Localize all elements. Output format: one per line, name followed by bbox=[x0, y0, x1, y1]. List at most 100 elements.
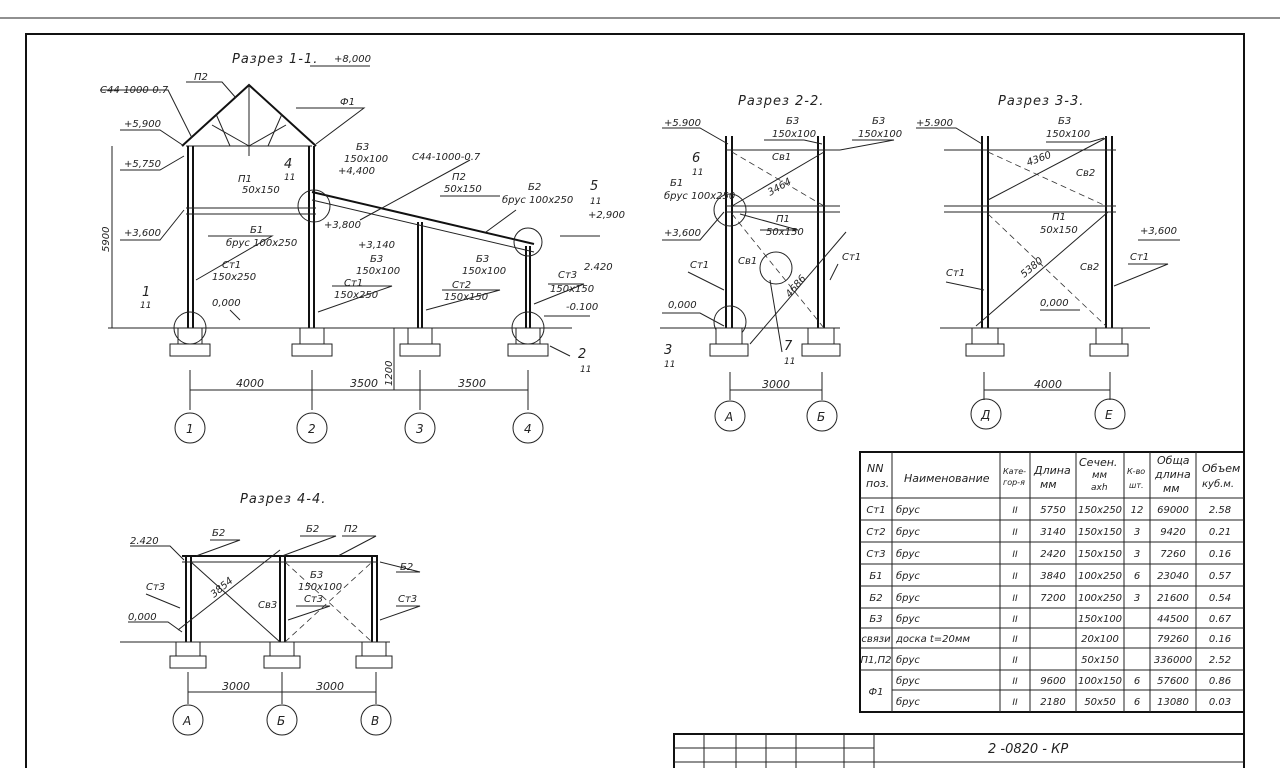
th-len-a: Длина bbox=[1033, 464, 1071, 477]
s22-b1: Б1 bbox=[670, 178, 683, 189]
spec-cell-name: доска t=20мм bbox=[895, 634, 970, 645]
section-3-3-title: Разрез 3-3. bbox=[998, 94, 1084, 109]
spec-cell-vol: 0.03 bbox=[1209, 697, 1231, 708]
spec-cell-vol: 2.58 bbox=[1209, 505, 1231, 516]
spec-cell-total: 7260 bbox=[1160, 549, 1185, 560]
section-1-1-title: Разрез 1-1. bbox=[232, 52, 318, 67]
height-dim: 5900 bbox=[101, 227, 112, 252]
section-4-4: Разрез 4-4. Б2 Б2 П2 Б2 bbox=[120, 492, 421, 736]
spec-cell-vol: 0.57 bbox=[1209, 571, 1232, 582]
spec-cell-total: 13080 bbox=[1157, 697, 1189, 708]
th-tot-b: длина bbox=[1154, 468, 1191, 481]
callout-2-sheet: 11 bbox=[580, 365, 591, 375]
s44-dim-3000-a: 3000 bbox=[222, 680, 250, 693]
spec-cell-total: 79260 bbox=[1157, 634, 1189, 645]
s22-b3-b: Б3 bbox=[872, 116, 885, 127]
spec-cell-len: 2180 bbox=[1040, 697, 1065, 708]
callout-1: 1 bbox=[142, 285, 150, 300]
s33-sv2-a: Св2 bbox=[1076, 168, 1095, 179]
label-st1-b: Ст1 bbox=[344, 278, 363, 289]
callout-1-sheet: 11 bbox=[140, 301, 151, 311]
label-b2-sec: брус 100x250 bbox=[502, 194, 573, 206]
s33-sv2-b: Св2 bbox=[1080, 262, 1099, 273]
spec-cell-name: брус bbox=[896, 504, 920, 516]
s22-sv1-b: Св1 bbox=[738, 256, 757, 267]
label-st1-b-sec: 150x250 bbox=[334, 290, 378, 301]
spec-cell-cat: II bbox=[1012, 528, 1018, 538]
level-3800: +3,800 bbox=[324, 220, 361, 231]
s33-b3: Б3 bbox=[1058, 116, 1071, 127]
s22-dim-3000: 3000 bbox=[762, 378, 790, 391]
s22-sv1-a: Св1 bbox=[772, 152, 791, 163]
s22-p1-sec: 50x150 bbox=[766, 227, 804, 238]
spec-cell-cat: II bbox=[1012, 698, 1018, 708]
spec-cell-pos: П1,П2 bbox=[861, 655, 892, 666]
spec-cell-len: 2420 bbox=[1040, 549, 1065, 560]
spec-cell-vol: 0.21 bbox=[1209, 527, 1231, 538]
s44-p2: П2 bbox=[344, 524, 358, 535]
th-len-b: мм bbox=[1040, 478, 1057, 491]
s44-level-0000: 0,000 bbox=[128, 612, 157, 623]
spec-cell-vol: 0.54 bbox=[1209, 593, 1231, 604]
spec-cell-qty: 3 bbox=[1134, 527, 1140, 538]
spec-cell-name: брус bbox=[896, 526, 920, 538]
spec-cell-len: 7200 bbox=[1040, 593, 1065, 604]
label-b3-low-sec: 150x100 bbox=[462, 266, 506, 277]
label-st3: Ст3 bbox=[558, 270, 577, 281]
s22-st1-b: Ст1 bbox=[842, 252, 861, 263]
label-p1: П1 bbox=[238, 174, 252, 185]
s44-b3-sec: 150x100 bbox=[298, 582, 342, 593]
label-b3-mid-sec: 150x100 bbox=[356, 266, 400, 277]
drawing-frame bbox=[25, 33, 1245, 768]
th-name: Наименование bbox=[904, 472, 990, 485]
th-qty-a: К-во bbox=[1127, 467, 1145, 476]
spec-cell-pos: Б3 bbox=[869, 614, 882, 625]
spec-table: NN поз. Наименование Кате- гор-я Длина м… bbox=[859, 451, 1245, 713]
s44-b3: Б3 bbox=[310, 570, 323, 581]
s22-b3-sec: 150x100 bbox=[772, 129, 816, 140]
s22-callout-7: 7 bbox=[784, 339, 793, 354]
label-b3-top: Б3 bbox=[356, 142, 369, 153]
s22-diag-b: 4686 bbox=[784, 273, 809, 300]
axis-4: 4 bbox=[524, 422, 532, 436]
spec-cell-cat: II bbox=[1012, 506, 1018, 516]
spec-cell-total: 69000 bbox=[1157, 505, 1189, 516]
s33-diag-b: 5380 bbox=[1019, 256, 1046, 281]
s22-axis-a: А bbox=[724, 410, 733, 424]
spec-cell-cat: II bbox=[1012, 656, 1018, 666]
th-sec-b: мм bbox=[1092, 470, 1108, 481]
th-cat-b: гор-я bbox=[1003, 478, 1025, 487]
section-1-1: Разрез 1-1. bbox=[100, 52, 625, 444]
callout-4: 4 bbox=[284, 157, 292, 172]
spec-cell-sec: 150x100 bbox=[1078, 614, 1122, 625]
s44-sv3: Св3 bbox=[258, 600, 277, 611]
th-tot-c: мм bbox=[1163, 482, 1180, 495]
section-2-2: Разрез 2-2. Б3 150x100 Б3 15 bbox=[660, 94, 902, 432]
level-3140: +3,140 bbox=[358, 240, 395, 251]
spec-cell-sec: 150x150 bbox=[1078, 527, 1122, 538]
s22-p1: П1 bbox=[776, 214, 790, 225]
spec-cell-len: 5750 bbox=[1040, 505, 1065, 516]
s22-b1-sec: брус 100x250 bbox=[664, 190, 735, 202]
spec-cell-vol: 0.16 bbox=[1209, 549, 1231, 560]
s33-level-5900: +5.900 bbox=[916, 118, 953, 129]
spec-cell-len: 3140 bbox=[1040, 527, 1065, 538]
th-sec-a: Сечен. bbox=[1079, 456, 1117, 469]
spec-cell-cat: II bbox=[1012, 572, 1018, 582]
spec-cell-name: брус bbox=[896, 613, 920, 625]
callout-5-sheet: 11 bbox=[590, 197, 601, 207]
s44-axis-b: Б bbox=[277, 714, 285, 728]
s33-b3-sec: 150x100 bbox=[1046, 129, 1090, 140]
spec-cell-cat: II bbox=[1012, 635, 1018, 645]
s22-callout-6-sheet: 11 bbox=[692, 168, 703, 178]
th-vol-a: Объем bbox=[1202, 462, 1240, 475]
spec-cell-sec: 100x150 bbox=[1078, 676, 1122, 687]
s44-level-2420: 2.420 bbox=[130, 536, 159, 547]
drawing-code: 2 -0820 - КР bbox=[988, 742, 1068, 757]
spec-cell-sec: 50x50 bbox=[1084, 697, 1115, 708]
title-block: 2 -0820 - КР bbox=[673, 733, 1245, 768]
spec-cell-sec: 150x150 bbox=[1078, 549, 1122, 560]
th-qty-b: шт. bbox=[1129, 481, 1144, 490]
s33-diag-a: 4360 bbox=[1025, 150, 1053, 169]
